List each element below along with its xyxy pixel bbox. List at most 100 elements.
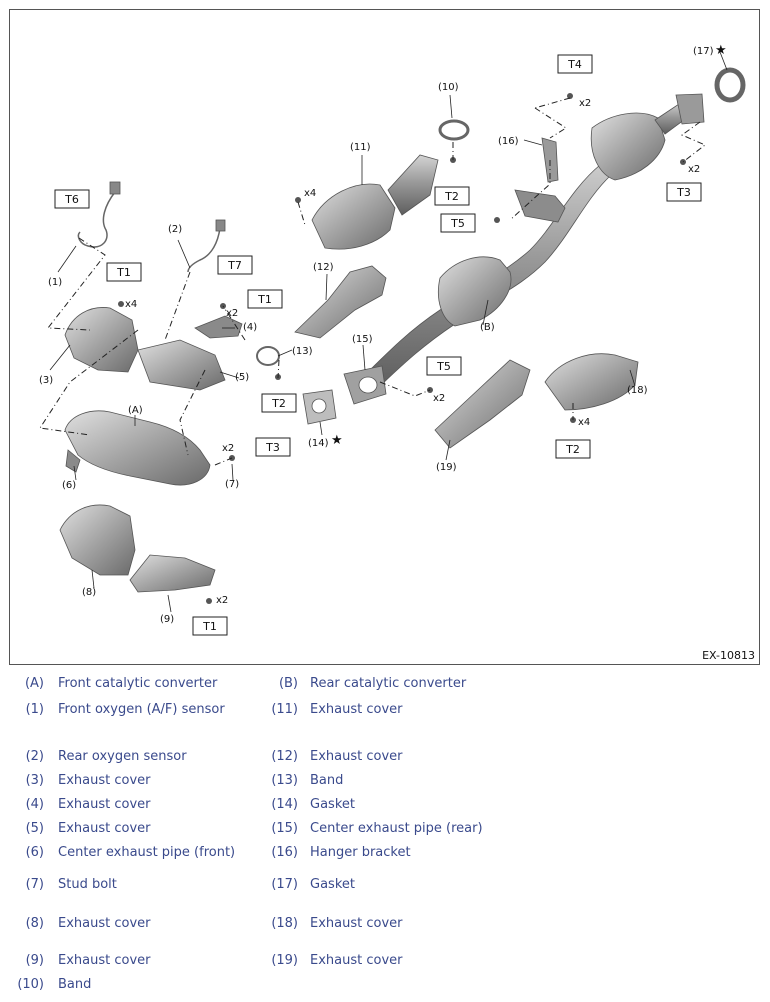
- torque-t1-a: T1: [116, 266, 131, 279]
- legend-label: Exhaust cover: [310, 702, 403, 717]
- callout-11: (11): [350, 142, 371, 153]
- rear-oxygen-sensor-connector: [215, 219, 226, 232]
- mult-x2-e: x2: [433, 393, 445, 404]
- torque-t1-b: T1: [257, 293, 272, 306]
- mult-x2-d: x2: [688, 164, 700, 175]
- legend-label: Rear catalytic converter: [310, 676, 467, 691]
- torque-box-t7: [217, 255, 253, 275]
- callout-16: (16): [498, 136, 519, 147]
- legend-label: Front oxygen (A/F) sensor: [58, 702, 225, 717]
- legend-code: (10): [17, 977, 44, 992]
- torque-box-t2-c: [555, 439, 591, 459]
- callout-2: (2): [168, 224, 182, 235]
- diagram-canvas: (A) (B) (1) (2) (3) (4) (5) (6) (7) (8) …: [39, 43, 746, 636]
- legend-code: (7): [25, 877, 44, 892]
- legend-label: Band: [58, 977, 92, 992]
- pipe-15-opening: [358, 376, 378, 394]
- torque-box-t1-c: [192, 616, 228, 636]
- rear-flange: [675, 93, 705, 125]
- exhaust-cover-11-pipe: [387, 154, 439, 216]
- torque-t3-a: T3: [265, 441, 280, 454]
- figure-id: EX-10813: [702, 649, 755, 662]
- legend-code: (13): [271, 773, 298, 788]
- torque-box-t3-a: [255, 437, 291, 457]
- legend-code: (18): [271, 916, 298, 931]
- torque-box-t4: [557, 54, 593, 74]
- legend-row: (5) Exhaust cover (15) Center exhaust pi…: [0, 821, 770, 841]
- legend-row: (6) Center exhaust pipe (front) (16) Han…: [0, 845, 770, 865]
- legend-label: Exhaust cover: [310, 749, 403, 764]
- torque-t5-a: T5: [450, 217, 465, 230]
- gasket-17: [714, 67, 746, 103]
- callout-15: (15): [352, 334, 373, 345]
- legend-code: (17): [271, 877, 298, 892]
- torque-box-t2-b: [434, 186, 470, 206]
- legend-label: Exhaust cover: [58, 821, 151, 836]
- torque-t7: T7: [227, 259, 242, 272]
- exhaust-cover-11: [311, 183, 396, 250]
- legend-label: Gasket: [310, 877, 355, 892]
- legend-label: Hanger bracket: [310, 845, 411, 860]
- legend-row: (9) Exhaust cover (19) Exhaust cover: [0, 953, 770, 973]
- exhaust-cover-12: [294, 265, 387, 339]
- exhaust-cover-5: [137, 339, 226, 391]
- exhaust-cover-19: [434, 359, 531, 449]
- callout-17: (17): [693, 46, 714, 57]
- callout-9: (9): [160, 614, 174, 625]
- callout-13: (13): [292, 346, 313, 357]
- legend-label: Front catalytic converter: [58, 676, 218, 691]
- legend-label: Exhaust cover: [58, 797, 151, 812]
- star-14: ★: [331, 433, 343, 448]
- legend-code: (1): [25, 702, 44, 717]
- front-oxygen-sensor-connector: [109, 181, 121, 195]
- gasket-14-hole: [311, 398, 327, 414]
- legend-label: Exhaust cover: [310, 916, 403, 931]
- legend-label: Exhaust cover: [58, 916, 151, 931]
- torque-box-t2-a: [261, 393, 297, 413]
- exhaust-cover-18: [544, 353, 639, 411]
- mult-x2-c: x2: [579, 98, 591, 109]
- rear-catalytic-converter: [438, 256, 512, 327]
- exhaust-cover-8: [59, 504, 136, 576]
- legend-row: (1) Front oxygen (A/F) sensor (11) Exhau…: [0, 702, 770, 722]
- legend-row: (8) Exhaust cover (18) Exhaust cover: [0, 916, 770, 936]
- exhaust-cover-9: [129, 554, 216, 593]
- legend-row: (7) Stud bolt (17) Gasket: [0, 877, 770, 897]
- band-13: [256, 346, 280, 366]
- hanger-bracket-16b: [514, 189, 566, 223]
- legend-row: (4) Exhaust cover (14) Gasket: [0, 797, 770, 817]
- torque-t3-b: T3: [676, 186, 691, 199]
- torque-t4: T4: [567, 58, 582, 71]
- callout-4: (4): [243, 322, 257, 333]
- torque-t5-b: T5: [436, 360, 451, 373]
- legend-label: Exhaust cover: [310, 953, 403, 968]
- mult-x2-a: x2: [226, 308, 238, 319]
- callout-8: (8): [82, 587, 96, 598]
- star-17: ★: [715, 43, 727, 58]
- torque-t6: T6: [64, 193, 79, 206]
- torque-t2-a: T2: [271, 397, 286, 410]
- callout-7: (7): [225, 479, 239, 490]
- callout-B: (B): [480, 322, 495, 333]
- rear-converter-body: [590, 112, 666, 181]
- legend-row: (A) Front catalytic converter (B) Rear c…: [0, 676, 770, 696]
- torque-box-t1-a: [106, 262, 142, 282]
- legend-label: Exhaust cover: [58, 773, 151, 788]
- legend-row: (10) Band: [0, 977, 770, 997]
- legend-code: (4): [25, 797, 44, 812]
- mult-x4-a: x4: [125, 299, 137, 310]
- exhaust-cover-3: [64, 307, 139, 373]
- bolts: [118, 93, 686, 604]
- legend-code: (A): [24, 676, 44, 691]
- legend-code: (5): [25, 821, 44, 836]
- callout-19: (19): [436, 462, 457, 473]
- legend-code: (14): [271, 797, 298, 812]
- exploded-diagram: (A) (B) (1) (2) (3) (4) (5) (6) (7) (8) …: [9, 9, 760, 665]
- legend-label: Exhaust cover: [58, 953, 151, 968]
- front-oxygen-sensor-wire: [77, 191, 116, 248]
- mult-x4-b: x4: [304, 188, 316, 199]
- center-pipe-front: [65, 449, 81, 473]
- callout-1: (1): [48, 277, 62, 288]
- callout-5: (5): [235, 372, 249, 383]
- torque-box-t1-b: [247, 289, 283, 309]
